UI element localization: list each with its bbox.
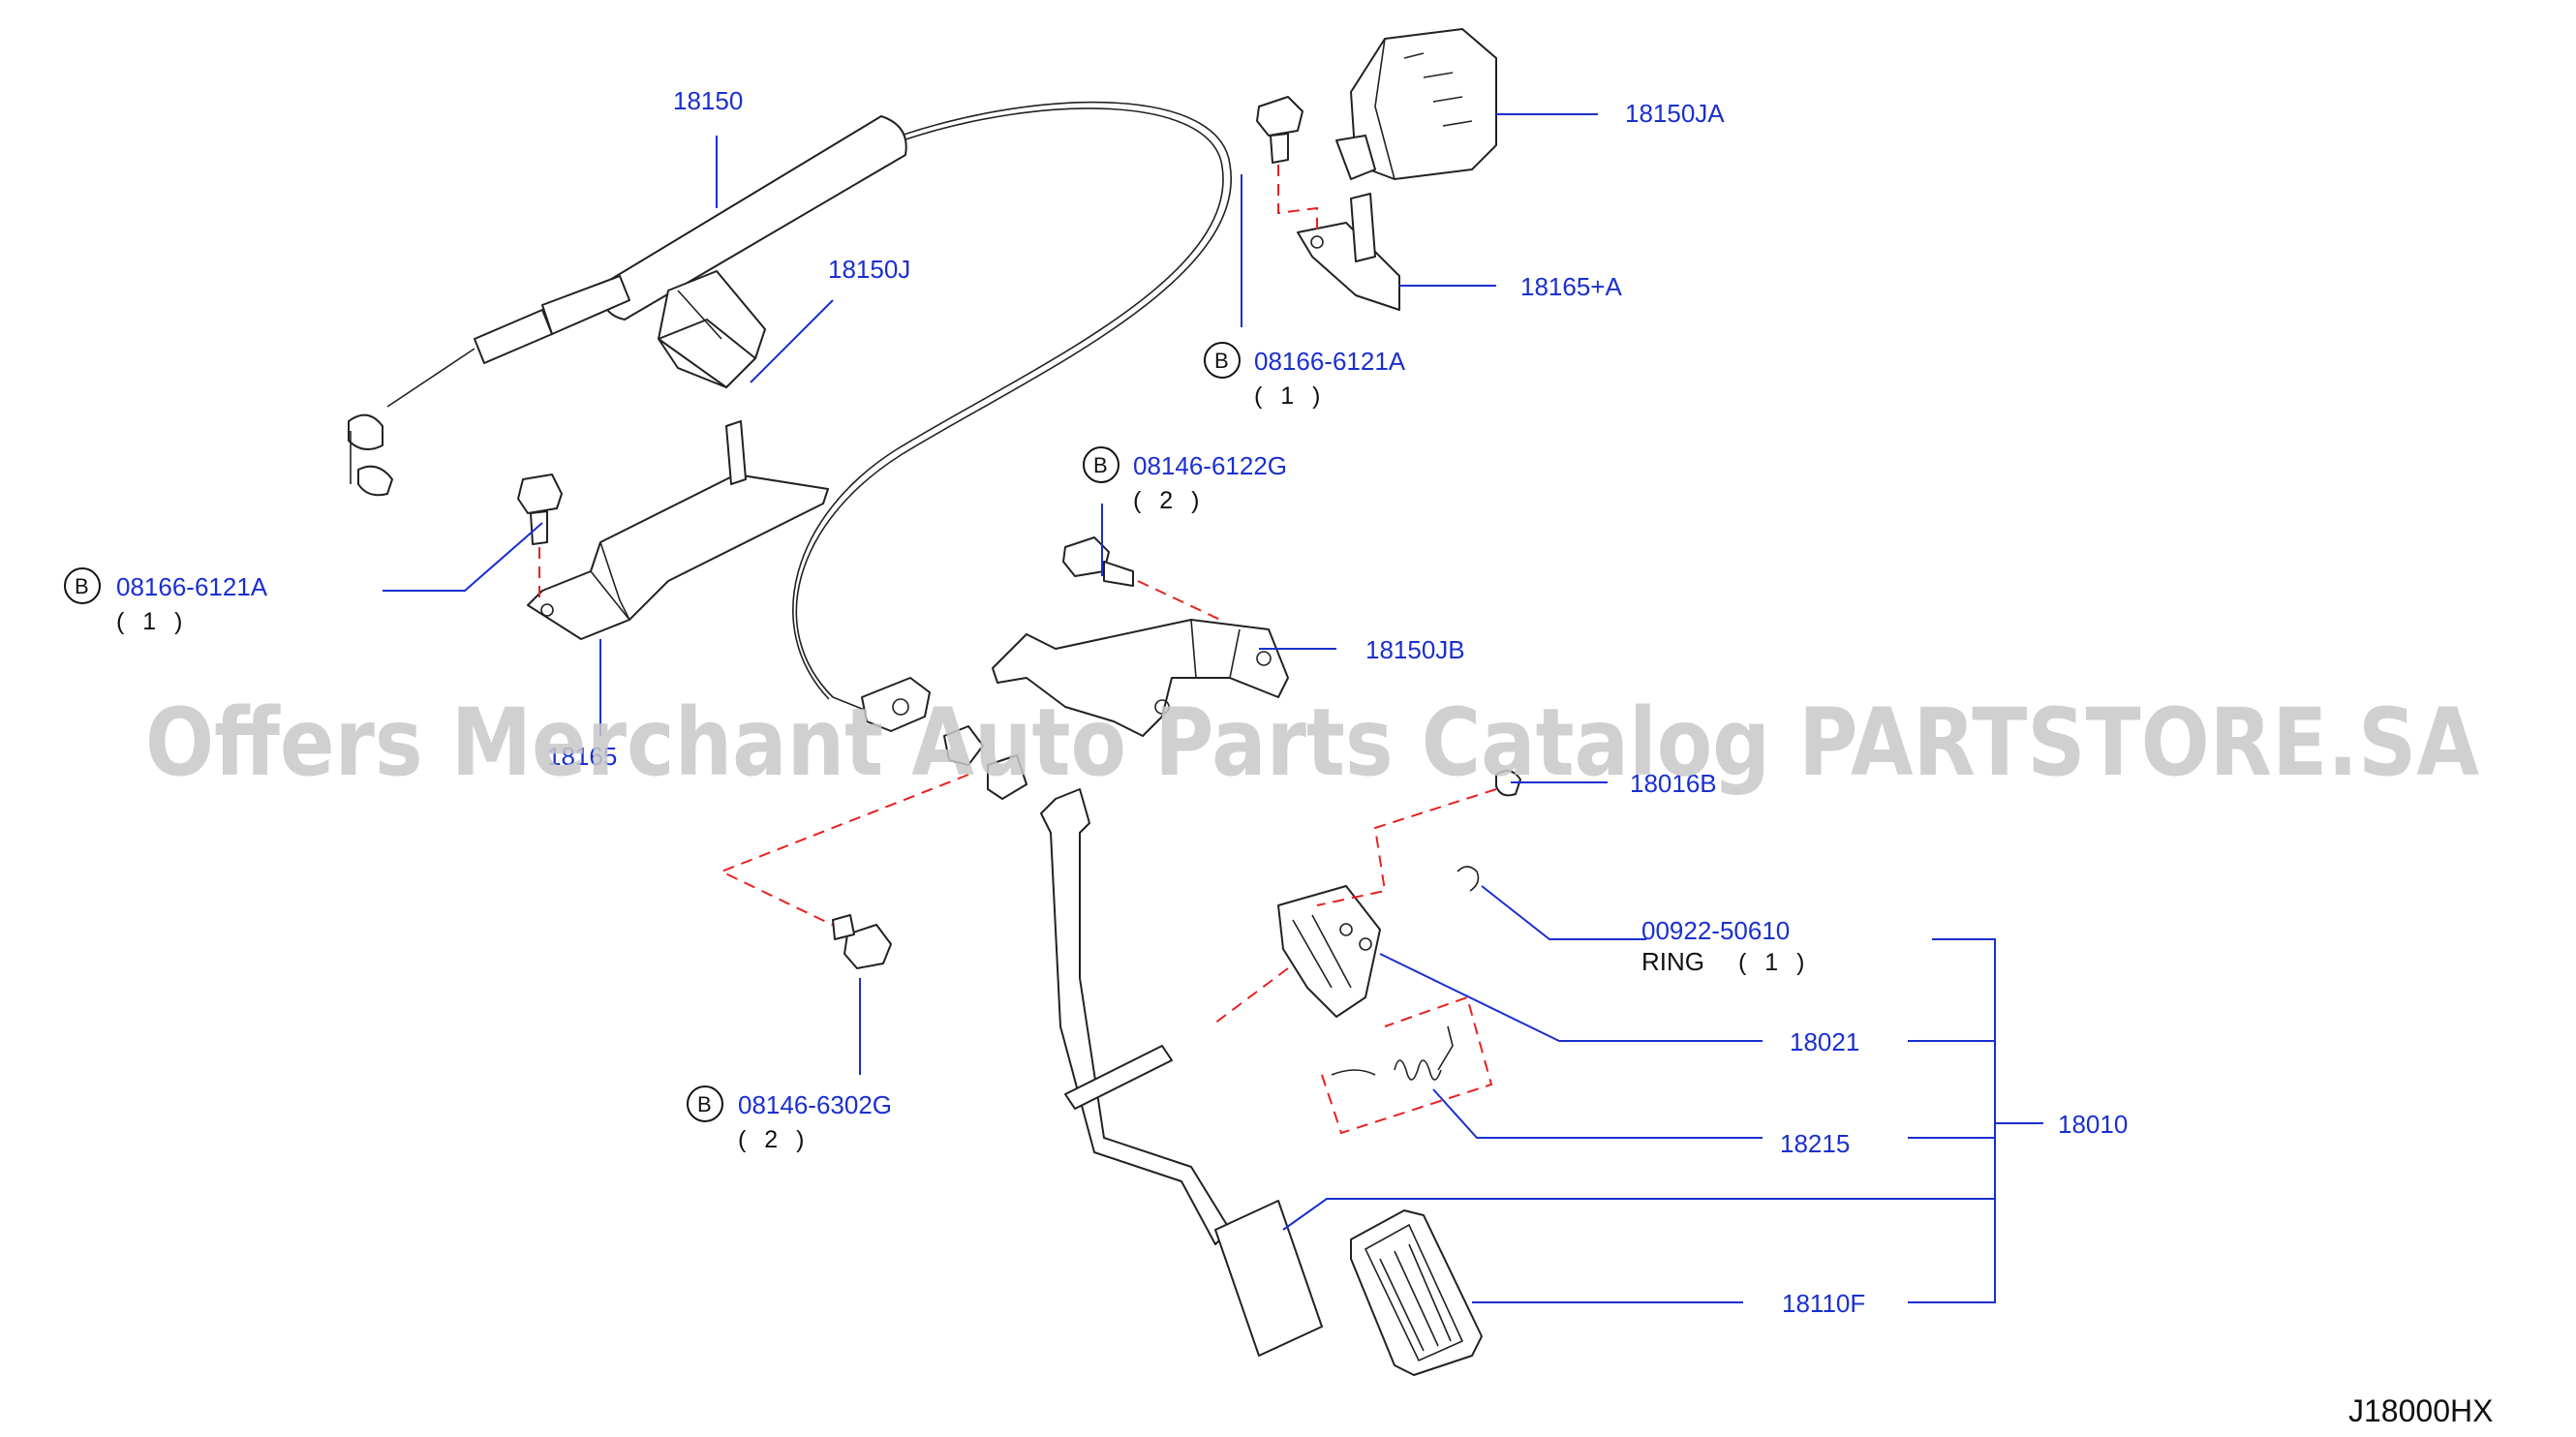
bolt-callout-middle[interactable]: B 08146-6122G ( 2 ) bbox=[1083, 446, 1287, 514]
bolt-left-drawing bbox=[517, 474, 563, 600]
label-18150JB[interactable]: 18150JB bbox=[1365, 635, 1465, 664]
label-18165A[interactable]: 18165+A bbox=[1520, 272, 1622, 301]
pedal-pad-drawing bbox=[1350, 1209, 1483, 1376]
label-00922-50610[interactable]: 00922-50610 bbox=[1641, 916, 1790, 945]
bolt-marker: B bbox=[75, 574, 89, 598]
pedal-arm-drawing bbox=[1040, 788, 1323, 1357]
bolt-marker: B bbox=[1214, 349, 1229, 373]
leader-lines bbox=[383, 113, 2043, 1303]
bolt-callout-bottom[interactable]: B 08146-6302G ( 2 ) bbox=[687, 1085, 892, 1153]
cable-bracket-drawing bbox=[527, 420, 829, 640]
bolt-callout-left[interactable]: B 08166-6121A ( 1 ) bbox=[64, 567, 268, 635]
pedal-bracket-drawing bbox=[992, 619, 1289, 737]
label-ring: RING bbox=[1641, 947, 1704, 976]
cable-protector-drawing bbox=[1335, 28, 1497, 180]
bolt-marker: B bbox=[697, 1092, 712, 1116]
bolt-right-drawing bbox=[1256, 96, 1318, 237]
spring-drawing bbox=[1321, 995, 1493, 1135]
label-18016B[interactable]: 18016B bbox=[1630, 769, 1717, 798]
bolt-callout-top-right[interactable]: B 08166-6121A ( 1 ) bbox=[1204, 342, 1406, 410]
bolt-qty: ( 1 ) bbox=[1254, 382, 1326, 410]
label-18021[interactable]: 18021 bbox=[1790, 1027, 1859, 1056]
cable-end-drawing bbox=[719, 677, 1027, 935]
bolt-qty: ( 2 ) bbox=[738, 1126, 810, 1153]
bolt-label: 08146-6122G bbox=[1133, 451, 1287, 480]
lever-drawing bbox=[1210, 770, 1521, 1027]
bolt-qty: ( 2 ) bbox=[1133, 487, 1205, 514]
bolt-label: 08166-6121A bbox=[1254, 347, 1406, 376]
label-18150JA[interactable]: 18150JA bbox=[1625, 99, 1725, 128]
label-18215[interactable]: 18215 bbox=[1780, 1129, 1850, 1158]
bolt-mid-drawing bbox=[1062, 536, 1223, 679]
bolt-label: 08146-6302G bbox=[738, 1090, 892, 1119]
bolt-qty: ( 1 ) bbox=[116, 608, 188, 635]
qty-ring: ( 1 ) bbox=[1738, 949, 1810, 976]
cable-clip-drawing bbox=[658, 270, 766, 388]
bolt-lower-drawing bbox=[832, 914, 892, 969]
accelerator-cable-drawing bbox=[348, 101, 1233, 718]
small-bracket-drawing bbox=[1297, 193, 1400, 311]
bolt-label: 08166-6121A bbox=[116, 572, 268, 601]
label-18150J[interactable]: 18150J bbox=[828, 255, 910, 284]
diagram-code: J18000HX bbox=[2348, 1393, 2493, 1428]
label-18110F[interactable]: 18110F bbox=[1782, 1289, 1865, 1318]
label-18165[interactable]: 18165 bbox=[547, 742, 617, 771]
label-18010[interactable]: 18010 bbox=[2058, 1110, 2128, 1139]
watermark-text: Offers Merchant Auto Parts Catalog PARTS… bbox=[145, 688, 2479, 797]
label-18150[interactable]: 18150 bbox=[673, 86, 743, 115]
bolt-marker: B bbox=[1093, 453, 1108, 477]
